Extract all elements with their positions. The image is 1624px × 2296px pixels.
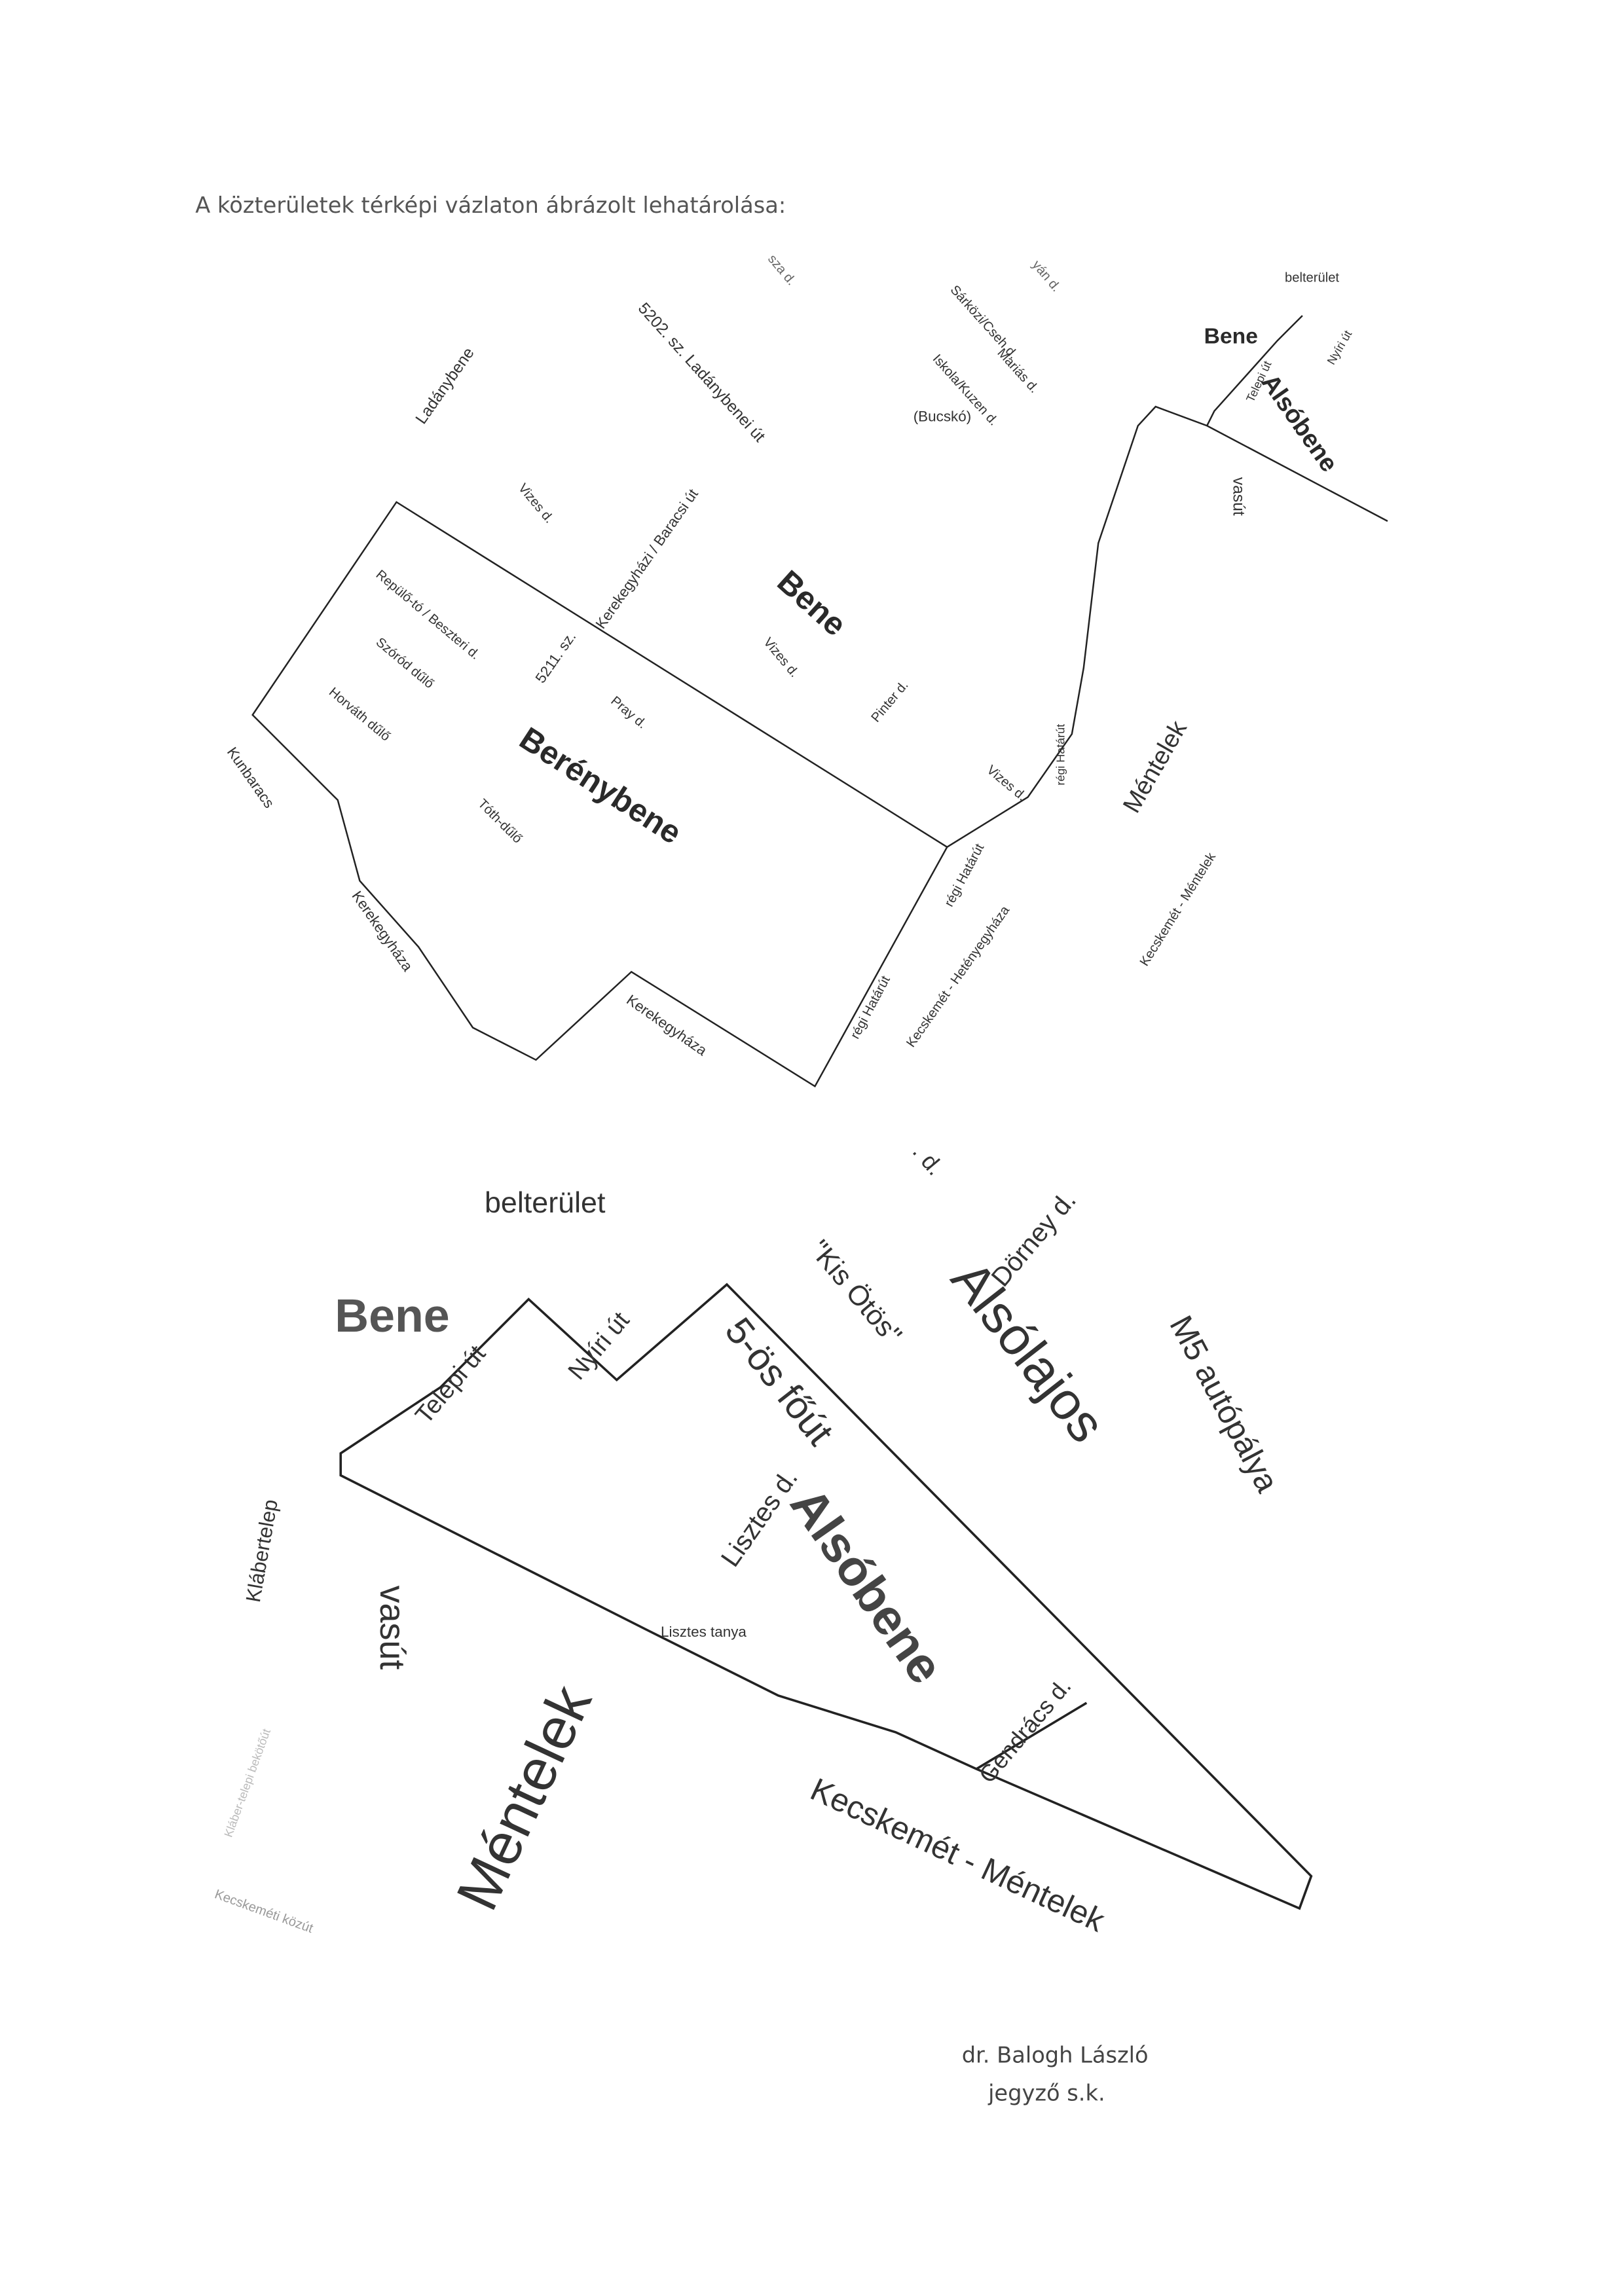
- label-bene-small: Bene: [1204, 324, 1258, 350]
- berenybene-boundary: [251, 501, 948, 1088]
- alsobene-boundary: [1206, 315, 1303, 426]
- page-title: A közterületek térképi vázlaton ábrázolt…: [195, 192, 786, 219]
- alsobene-boundary-detail: [339, 1283, 1313, 1910]
- label-bucko: (Bucskó): [913, 409, 972, 426]
- label-vasut: vasút: [1228, 477, 1247, 516]
- label-belterulet: belterület: [1285, 270, 1340, 285]
- label-bene-2: Bene: [335, 1288, 450, 1342]
- bene-east-boundary: [946, 405, 1388, 848]
- gendracs-road: [976, 1702, 1088, 1770]
- label-lisztes-tanya: Lisztes tanya: [661, 1625, 747, 1641]
- signer-role: jegyző s.k.: [988, 2080, 1105, 2107]
- label-belterulet-2: belterület: [484, 1188, 606, 1220]
- label-regi-hatarut-1: régi Határút: [1054, 723, 1068, 786]
- label-vasut-2: vasút: [371, 1585, 411, 1670]
- signer-name: dr. Balogh László: [961, 2042, 1149, 2069]
